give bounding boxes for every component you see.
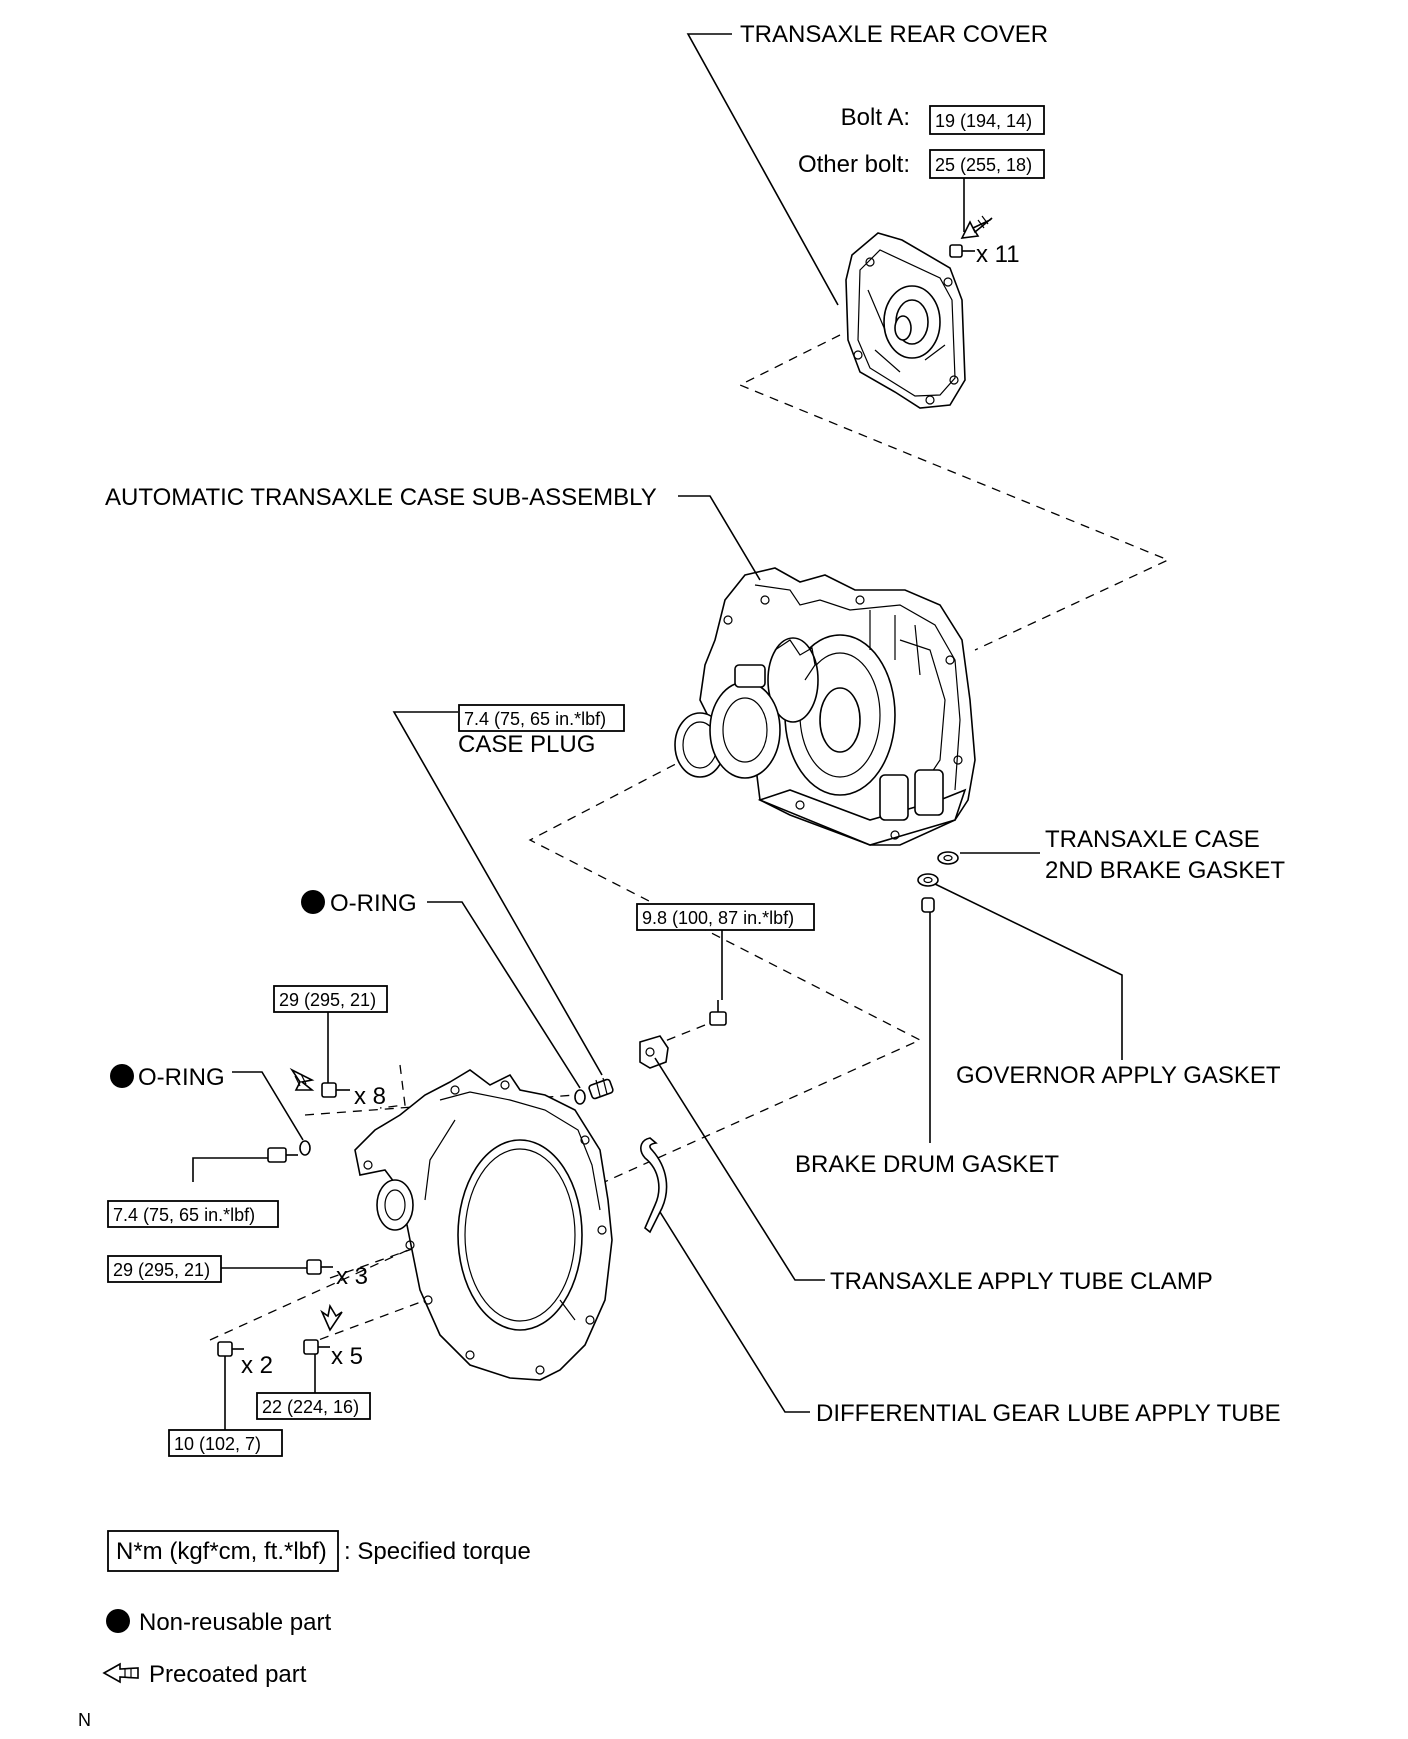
precoat-arrow-icon [960, 215, 993, 239]
label-case-plug: CASE PLUG [458, 731, 595, 758]
count-bolt-x3: x 3 [336, 1263, 368, 1290]
non-reusable-dot-icon [110, 1064, 134, 1088]
o-ring-upper-part [574, 1089, 586, 1105]
torque-box-bolt-x2: 10 (102, 7) [168, 1429, 283, 1457]
label-rear-cover: TRANSAXLE REAR COVER [740, 21, 1048, 48]
corner-mark: N [78, 1710, 91, 1730]
svg-text:19 (194, 14): 19 (194, 14) [935, 111, 1032, 131]
label-2nd-brake-gasket-2: 2ND BRAKE GASKET [1045, 857, 1285, 884]
torque-box-left-plug: 7.4 (75, 65 in.*lbf) [107, 1200, 279, 1228]
svg-text:9.8 (100, 87 in.*lbf): 9.8 (100, 87 in.*lbf) [642, 908, 794, 928]
leader-lines [192, 33, 1123, 1430]
label-o-ring-left: O-RING [138, 1064, 225, 1091]
label-governor-apply-gasket: GOVERNOR APPLY GASKET [956, 1062, 1281, 1089]
count-rear-cover-bolts: x 11 [976, 241, 1020, 268]
count-bolt-x5: x 5 [331, 1343, 363, 1370]
precoat-arrow-icon [320, 1303, 343, 1332]
brake-drum-gasket-part [921, 897, 935, 913]
svg-text:25 (255, 18): 25 (255, 18) [935, 155, 1032, 175]
torque-box-bolt-x5: 22 (224, 16) [256, 1392, 371, 1420]
svg-text:22 (224, 16): 22 (224, 16) [262, 1397, 359, 1417]
count-bolt-x2: x 2 [241, 1352, 273, 1379]
torque-box-bolt-x3: 29 (295, 21) [107, 1255, 222, 1283]
torque-box-other-bolt: 25 (255, 18) [929, 149, 1045, 179]
converter-housing-part [354, 1069, 613, 1381]
case-plug-part [588, 1077, 614, 1100]
svg-text:Non-reusable part: Non-reusable part [139, 1609, 331, 1636]
transaxle-case-part [674, 567, 976, 846]
label-case-sub-assembly: AUTOMATIC TRANSAXLE CASE SUB-ASSEMBLY [105, 484, 657, 511]
o-ring-left-part [299, 1140, 311, 1156]
torque-box-case-plug: 7.4 (75, 65 in.*lbf) [458, 704, 625, 732]
2nd-brake-gasket-part [937, 851, 959, 865]
count-bolt-x8: x 8 [354, 1083, 386, 1110]
torque-box-bolt-a: 19 (194, 14) [929, 105, 1045, 135]
svg-text:29 (295, 21): 29 (295, 21) [113, 1260, 210, 1280]
left-plug-part [267, 1147, 298, 1163]
clamp-bolt-part [709, 1000, 727, 1026]
label-2nd-brake-gasket-1: TRANSAXLE CASE [1045, 826, 1260, 853]
apply-tube-clamp-part [639, 1035, 669, 1069]
precoat-arrow-icon [289, 1067, 315, 1091]
bolt-x3-part [306, 1259, 333, 1275]
rear-cover-bolt [949, 244, 975, 258]
svg-text:Precoated part: Precoated part [149, 1661, 307, 1688]
svg-text:N*m (kgf*cm, ft.*lbf): N*m (kgf*cm, ft.*lbf) [116, 1538, 327, 1565]
label-bolt-a: Bolt A: [841, 104, 910, 131]
label-brake-drum-gasket: BRAKE DRUM GASKET [795, 1151, 1059, 1178]
svg-text:7.4 (75, 65 in.*lbf): 7.4 (75, 65 in.*lbf) [113, 1205, 255, 1225]
svg-text:10 (102, 7): 10 (102, 7) [174, 1434, 261, 1454]
non-reusable-dot-icon [106, 1609, 130, 1633]
torque-box-clamp-bolt: 9.8 (100, 87 in.*lbf) [636, 903, 815, 931]
label-lube-apply-tube: DIFFERENTIAL GEAR LUBE APPLY TUBE [816, 1400, 1281, 1427]
svg-text:: Specified torque: : Specified torque [344, 1538, 531, 1565]
legend-precoated: Precoated part [102, 1661, 307, 1688]
svg-text:29 (295, 21): 29 (295, 21) [279, 990, 376, 1010]
governor-apply-gasket-part [917, 873, 939, 887]
bolt-x8-part [321, 1082, 350, 1098]
label-o-ring-upper: O-RING [330, 890, 417, 917]
legend-non-reusable: Non-reusable part [106, 1609, 331, 1636]
svg-text:7.4 (75, 65 in.*lbf): 7.4 (75, 65 in.*lbf) [464, 709, 606, 729]
rear-cover-part [845, 232, 966, 409]
torque-box-bolt-x8: 29 (295, 21) [273, 985, 388, 1013]
lube-apply-tube-part [640, 1137, 668, 1234]
non-reusable-dot-icon [301, 890, 325, 914]
bolt-x5-part [303, 1339, 330, 1355]
label-other-bolt: Other bolt: [798, 151, 910, 178]
legend-torque: N*m (kgf*cm, ft.*lbf) : Specified torque [107, 1530, 531, 1572]
precoat-arrow-icon [102, 1662, 139, 1684]
label-apply-tube-clamp: TRANSAXLE APPLY TUBE CLAMP [830, 1268, 1213, 1295]
